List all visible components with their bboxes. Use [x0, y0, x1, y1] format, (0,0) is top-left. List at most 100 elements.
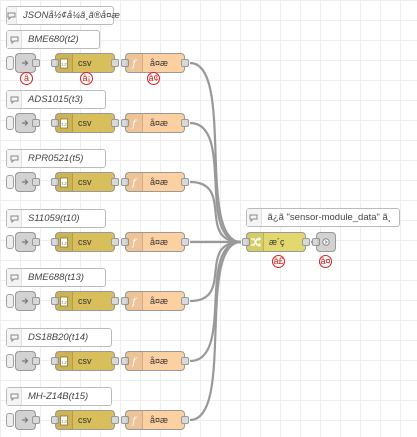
inject-trigger-button[interactable]	[6, 116, 14, 130]
wire-function-to-change[interactable]	[189, 121, 242, 244]
csv-input-port[interactable]	[51, 59, 59, 67]
inject-output-port[interactable]	[32, 416, 40, 424]
function-f-icon: f	[126, 352, 143, 370]
inject-output-port[interactable]	[32, 297, 40, 305]
inject-node[interactable]	[15, 410, 40, 430]
function-input-port[interactable]	[121, 416, 129, 424]
sensor-comment[interactable]: S11059(t10)	[6, 209, 106, 228]
csv-output-port[interactable]	[111, 178, 119, 186]
inject-trigger-button[interactable]	[6, 354, 14, 368]
function-input-port[interactable]	[121, 178, 129, 186]
csv-node[interactable]: 1,2 csv	[51, 291, 119, 311]
wire-function-to-change[interactable]	[189, 180, 242, 244]
csv-node[interactable]: 1,2 csv	[51, 351, 119, 371]
inject-node[interactable]	[15, 113, 40, 133]
csv-input-port[interactable]	[51, 238, 59, 246]
comment-icon	[7, 7, 17, 24]
inject-output-port[interactable]	[32, 119, 40, 127]
inject-trigger-button[interactable]	[6, 294, 14, 308]
link-out-input-port[interactable]	[312, 238, 320, 246]
change-output-port[interactable]	[302, 238, 310, 246]
csv-output-port[interactable]	[111, 357, 119, 365]
csv-node[interactable]: 1,2 csv	[51, 113, 119, 133]
csv-node[interactable]: 1,2 csv	[51, 172, 119, 192]
wire-function-to-change[interactable]	[189, 240, 242, 303]
csv-input-port[interactable]	[51, 178, 59, 186]
inject-arrow-icon	[16, 54, 35, 72]
link-target-comment-text: ã¿ã "sensor-module_data" ã¸	[267, 212, 391, 223]
function-node[interactable]: f å¤æ	[121, 172, 189, 192]
inject-node[interactable]	[15, 232, 40, 252]
function-node[interactable]: f å¤æ	[121, 113, 189, 133]
csv-node[interactable]: 1,2 csv	[51, 53, 119, 73]
flow-title-comment[interactable]: JSONå½¢å¼ã¸ã®å¤æ	[6, 6, 120, 25]
inject-trigger-button[interactable]	[6, 175, 14, 189]
function-output-port[interactable]	[181, 357, 189, 365]
function-node-label: å¤æ	[150, 118, 169, 128]
function-node[interactable]: f å¤æ	[121, 53, 189, 73]
sensor-comment[interactable]: ADS1015(t3)	[6, 90, 106, 109]
function-output-port[interactable]	[181, 416, 189, 424]
inject-output-port[interactable]	[32, 238, 40, 246]
inject-trigger-button[interactable]	[6, 235, 14, 249]
csv-file-icon: 1,2	[56, 292, 73, 310]
function-f-icon: f	[126, 114, 143, 132]
link-out-node[interactable]	[312, 232, 336, 252]
sensor-comment[interactable]: RPR0521(t5)	[6, 149, 106, 168]
inject-trigger-button[interactable]	[6, 56, 14, 70]
function-output-port[interactable]	[181, 119, 189, 127]
comment-icon	[7, 388, 22, 405]
sensor-comment[interactable]: BME688(t13)	[6, 268, 106, 287]
shuffle-icon	[247, 233, 264, 251]
function-input-port[interactable]	[121, 59, 129, 67]
csv-output-port[interactable]	[111, 59, 119, 67]
function-input-port[interactable]	[121, 119, 129, 127]
csv-output-port[interactable]	[111, 297, 119, 305]
sensor-comment[interactable]: MH-Z14B(t15)	[6, 387, 112, 406]
wire-function-to-change[interactable]	[189, 240, 242, 363]
function-output-port[interactable]	[181, 178, 189, 186]
csv-input-port[interactable]	[51, 119, 59, 127]
csv-input-port[interactable]	[51, 416, 59, 424]
csv-node-label: csv	[78, 296, 92, 306]
inject-node[interactable]	[15, 53, 40, 73]
csv-file-icon: 1,2	[56, 352, 73, 370]
change-input-port[interactable]	[242, 238, 250, 246]
function-input-port[interactable]	[121, 297, 129, 305]
inject-output-port[interactable]	[32, 178, 40, 186]
inject-output-port[interactable]	[32, 357, 40, 365]
csv-node[interactable]: 1,2 csv	[51, 410, 119, 430]
inject-node[interactable]	[15, 291, 40, 311]
function-node[interactable]: f å¤æ	[121, 291, 189, 311]
svg-text:f: f	[131, 178, 138, 188]
function-node[interactable]: f å¤æ	[121, 351, 189, 371]
function-input-port[interactable]	[121, 357, 129, 365]
wire-function-to-change[interactable]	[189, 61, 242, 244]
function-node[interactable]: f å¤æ	[121, 410, 189, 430]
csv-input-port[interactable]	[51, 297, 59, 305]
function-node[interactable]: f å¤æ	[121, 232, 189, 252]
svg-text:f: f	[131, 297, 138, 307]
function-output-port[interactable]	[181, 238, 189, 246]
function-output-port[interactable]	[181, 297, 189, 305]
csv-output-port[interactable]	[111, 416, 119, 424]
inject-node[interactable]	[15, 172, 40, 192]
csv-input-port[interactable]	[51, 357, 59, 365]
sensor-comment[interactable]: DS18B20(t14)	[6, 328, 112, 347]
inject-output-port[interactable]	[32, 59, 40, 67]
change-node[interactable]: æ´ç	[242, 232, 310, 252]
csv-output-port[interactable]	[111, 119, 119, 127]
flow-title: JSONå½¢å¼ã¸ã®å¤æ	[23, 10, 120, 21]
sensor-comment-text: MH-Z14B(t15)	[28, 391, 89, 402]
inject-trigger-button[interactable]	[6, 413, 14, 427]
function-output-port[interactable]	[181, 59, 189, 67]
csv-node[interactable]: 1,2 csv	[51, 232, 119, 252]
inject-node[interactable]	[15, 351, 40, 371]
wire-function-to-change[interactable]	[189, 240, 242, 422]
svg-text:f: f	[131, 119, 138, 129]
sensor-comment[interactable]: BME680(t2)	[6, 30, 100, 49]
csv-output-port[interactable]	[111, 238, 119, 246]
link-target-comment[interactable]: ã¿ã "sensor-module_data" ã¸	[246, 208, 400, 227]
function-input-port[interactable]	[121, 238, 129, 246]
